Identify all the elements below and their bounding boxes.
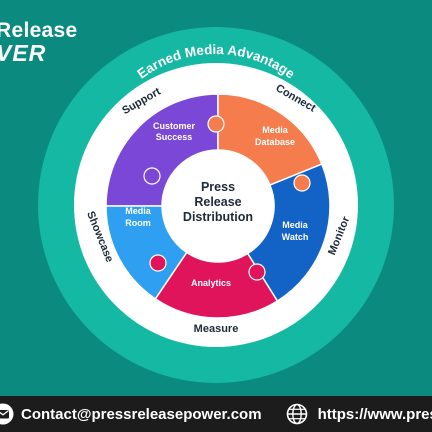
brand-logo-line2: VER: [0, 40, 47, 66]
center-label-line3: Distribution: [183, 210, 253, 224]
piece-label-media-watch-line2: Watch: [282, 232, 309, 242]
piece-label-media-database-line1: Media: [262, 125, 289, 135]
puzzle-piece-customer-success: [105, 93, 219, 207]
website-link[interactable]: https://www.pres: [317, 405, 432, 423]
brand-logo: Release VER: [0, 20, 78, 65]
piece-label-media-room-line2: Room: [125, 218, 151, 228]
puzzle-analytics-tab: [149, 254, 167, 272]
puzzle-media-database-tab-2: [293, 174, 311, 192]
piece-label-analytics: Analytics: [191, 278, 231, 288]
piece-label-media-watch-line1: Media: [282, 220, 309, 230]
contact-email-link[interactable]: Contact@pressreleasepower.com: [21, 405, 262, 423]
piece-label-customer-success-line1: Customer: [153, 121, 196, 131]
center-label-line1: Press: [201, 180, 235, 194]
brand-logo-line1: Release: [0, 19, 78, 42]
puzzle-analytics-tab-2: [248, 263, 266, 281]
email-icon: [0, 403, 14, 425]
piece-label-media-room-line1: Media: [125, 206, 152, 216]
puzzle-piece-media-watch: [246, 163, 331, 303]
stage-measure: Measure: [194, 323, 239, 335]
piece-label-media-database-line2: Database: [255, 137, 295, 147]
globe-icon: [286, 403, 307, 425]
center-label-line2: Release: [194, 195, 241, 209]
piece-label-customer-success-line2: Success: [156, 132, 193, 142]
puzzle-customer-success-tab: [143, 167, 161, 185]
puzzle-piece-media-database: [217, 93, 323, 186]
center-hub: [165, 153, 271, 259]
puzzle-ring: [105, 93, 331, 319]
puzzle-piece-media-room: [105, 205, 188, 300]
contact-footer: Contact@pressreleasepower.com https://ww…: [0, 396, 432, 432]
puzzle-media-database-tab: [207, 115, 225, 133]
